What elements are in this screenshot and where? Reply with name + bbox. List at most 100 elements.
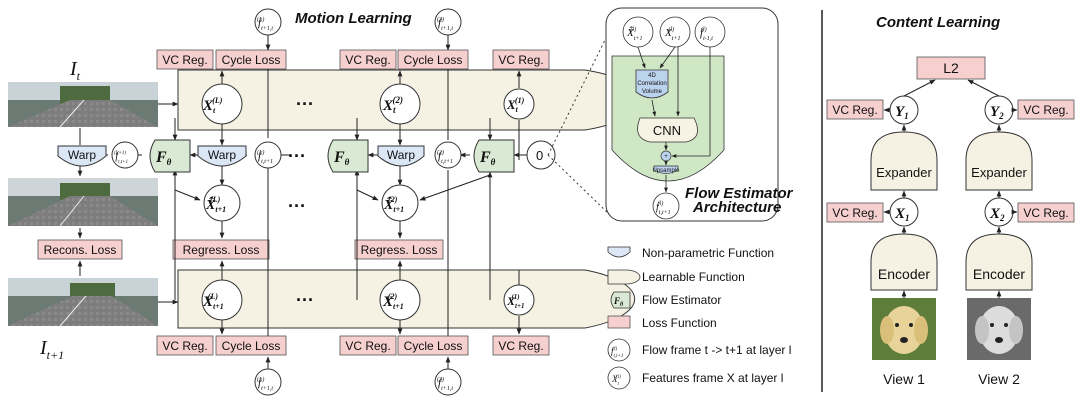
feature-pred-L-circle bbox=[203, 184, 241, 222]
vc-reg-label: VC Reg. bbox=[498, 53, 543, 67]
cycle-loss-label: Cycle Loss bbox=[222, 339, 281, 353]
svg-text:Features frame X at layer l: Features frame X at layer l bbox=[642, 371, 783, 385]
svg-text:Non-parametric Function: Non-parametric Function bbox=[642, 246, 774, 260]
correlation-label: Correlation bbox=[637, 81, 666, 87]
motion-learning-title: Motion Learning bbox=[295, 10, 412, 27]
svg-text:Volume: Volume bbox=[642, 89, 663, 95]
svg-text:Loss Function: Loss Function bbox=[642, 316, 717, 330]
encoder-block-2 bbox=[965, 233, 1033, 291]
correlation-volume-block bbox=[635, 69, 669, 99]
warp-label: Warp bbox=[68, 148, 97, 162]
cycle-loss-box-top-L bbox=[215, 49, 287, 70]
encoder-block-1 bbox=[870, 233, 938, 291]
dog-image-view2 bbox=[967, 298, 1031, 360]
flow-arch-caption-1: Flow Estimator bbox=[685, 185, 794, 202]
cycle-loss-label: Cycle Loss bbox=[404, 53, 463, 67]
warp-block-left bbox=[57, 145, 107, 167]
upsample-label: Upsample bbox=[652, 168, 680, 174]
zero-label: 0 bbox=[536, 148, 543, 163]
vc-reg-label: VC Reg. bbox=[1023, 103, 1068, 117]
regress-loss-box-L bbox=[172, 239, 270, 260]
vc-reg-box-bottom-1 bbox=[492, 335, 550, 356]
dog-image-view1 bbox=[872, 298, 936, 360]
warp-block-L bbox=[197, 145, 247, 167]
frame-image-warped bbox=[8, 178, 158, 227]
expander-label: Expander bbox=[971, 165, 1027, 180]
vc-reg-box-bottom-2 bbox=[339, 335, 397, 356]
feature-pred-2-circle bbox=[381, 184, 419, 222]
vc-reg-box-x2 bbox=[1017, 202, 1075, 223]
vc-reg-box-x1 bbox=[826, 202, 884, 223]
cycle-loss-box-bottom-L bbox=[215, 335, 287, 356]
expander-block-2 bbox=[965, 131, 1033, 191]
content-learning-title: Content Learning bbox=[876, 14, 1000, 31]
l2-loss-box bbox=[916, 56, 986, 80]
warp-block-2 bbox=[377, 145, 425, 167]
vc-reg-box-top-2 bbox=[339, 49, 397, 70]
warp-label: Warp bbox=[208, 148, 237, 162]
vc-reg-label: VC Reg. bbox=[1023, 206, 1068, 220]
svg-text:4D: 4D bbox=[648, 73, 656, 79]
flow-estimator-2 bbox=[327, 139, 369, 173]
svg-text:Xt(l): Xt(l) bbox=[611, 374, 621, 387]
svg-text:···: ··· bbox=[288, 146, 306, 166]
vc-reg-box-top-1 bbox=[492, 49, 550, 70]
view1-label: View 1 bbox=[883, 371, 925, 387]
legend: Non-parametric Function Learnable Functi… bbox=[607, 246, 791, 390]
image-label-it1: It+1 bbox=[39, 337, 64, 362]
cnn-label: CNN bbox=[653, 123, 681, 138]
zero-circle bbox=[526, 140, 556, 170]
feature-xt-2-circle bbox=[379, 83, 421, 125]
expander-label: Expander bbox=[876, 165, 932, 180]
encoder-label: Encoder bbox=[878, 266, 930, 282]
svg-text:Learnable Function: Learnable Function bbox=[642, 270, 745, 284]
recons-loss-label: Recons. Loss bbox=[44, 243, 117, 257]
svg-text:+: + bbox=[664, 154, 668, 160]
flow-top-2-circle bbox=[434, 8, 462, 36]
svg-text:Fθ: Fθ bbox=[613, 296, 624, 308]
image-label-it: It bbox=[69, 58, 81, 83]
vc-reg-label: VC Reg. bbox=[162, 53, 207, 67]
warp-label: Warp bbox=[387, 148, 416, 162]
vc-reg-label: VC Reg. bbox=[498, 339, 543, 353]
flow-bottom-2-circle bbox=[434, 368, 462, 396]
l2-label: L2 bbox=[943, 60, 959, 76]
encoder-label: Encoder bbox=[973, 266, 1025, 282]
feature-xt1-1-circle bbox=[503, 284, 535, 316]
vc-reg-label: VC Reg. bbox=[345, 53, 390, 67]
feature-xt-L-circle bbox=[201, 83, 243, 125]
cycle-loss-box-bottom-2 bbox=[397, 335, 469, 356]
flow-bottom-L-circle bbox=[254, 368, 282, 396]
cycle-loss-box-top-2 bbox=[397, 49, 469, 70]
svg-text:···: ··· bbox=[288, 196, 306, 216]
upsample-block bbox=[653, 165, 679, 174]
cnn-block bbox=[637, 117, 698, 143]
arch-output-f bbox=[652, 192, 680, 220]
flow-estimator-1 bbox=[473, 139, 515, 173]
vc-reg-label: VC Reg. bbox=[345, 339, 390, 353]
svg-text:Flow frame t -> t+1 at layer l: Flow frame t -> t+1 at layer l bbox=[642, 343, 791, 357]
recons-loss-box bbox=[37, 239, 123, 260]
feature-xt-1-circle bbox=[503, 88, 535, 120]
flow-mid-L1-circle bbox=[111, 141, 139, 169]
cycle-loss-label: Cycle Loss bbox=[404, 339, 463, 353]
vc-reg-label: VC Reg. bbox=[162, 339, 207, 353]
vc-reg-label: VC Reg. bbox=[832, 103, 877, 117]
regress-loss-box-2 bbox=[354, 239, 444, 260]
svg-text:···: ··· bbox=[296, 94, 314, 114]
flow-arch-caption-2: Architecture bbox=[692, 199, 781, 216]
vc-reg-box-top-L bbox=[156, 49, 214, 70]
flow-top-L-circle bbox=[254, 8, 282, 36]
svg-text:Flow Estimator: Flow Estimator bbox=[642, 293, 721, 307]
svg-text:···: ··· bbox=[296, 290, 314, 310]
ellipsis: ··· ··· ··· ··· bbox=[288, 94, 314, 310]
feature-xt1-2-circle bbox=[379, 279, 421, 321]
frame-image-t bbox=[8, 82, 158, 128]
cycle-loss-label: Cycle Loss bbox=[222, 53, 281, 67]
flow-mid-2-circle bbox=[434, 141, 462, 169]
feature-xt1-L-circle bbox=[201, 279, 243, 321]
flow-estimator-L bbox=[149, 139, 191, 173]
regress-loss-label: Regress. Loss bbox=[183, 243, 260, 257]
vc-reg-box-y1 bbox=[826, 99, 884, 120]
vc-reg-box-y2 bbox=[1017, 99, 1075, 120]
